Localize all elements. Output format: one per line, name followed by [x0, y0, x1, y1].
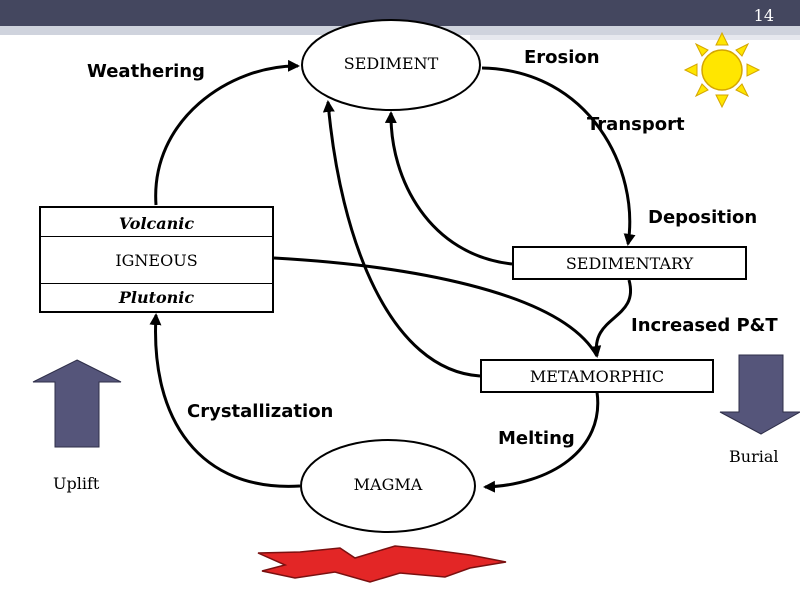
plutonic-label: Plutonic: [118, 288, 195, 307]
arrow-sedimentary-to-sediment: [384, 111, 513, 266]
arrow-metamorphic-to-sediment: [322, 100, 481, 378]
erosion-label: Erosion: [524, 47, 600, 68]
uplift-arrow-icon: [32, 359, 122, 448]
volcanic-label: Volcanic: [118, 213, 195, 233]
metamorphic-box: METAMORPHIC: [480, 359, 714, 393]
igneous-divider-top: [41, 236, 272, 237]
sedimentary-box: SEDIMENTARY: [512, 246, 747, 280]
arrow-crystallization: [149, 313, 301, 488]
igneous-box: Volcanic IGNEOUS Plutonic: [39, 206, 274, 313]
page-number: 14: [753, 6, 774, 25]
heat-burst-icon: [257, 545, 507, 583]
arrow-weathering: [154, 59, 300, 206]
sediment-label: SEDIMENT: [343, 54, 439, 73]
igneous-label: IGNEOUS: [115, 250, 198, 270]
burial-arrow-icon: [719, 354, 800, 435]
sediment-ellipse: [301, 19, 481, 111]
uplift-label: Uplift: [53, 474, 100, 493]
arrow-melting: [483, 391, 600, 493]
igneous-divider-bottom: [41, 283, 272, 284]
magma-label: MAGMA: [353, 475, 423, 494]
melting-label: Melting: [498, 428, 575, 449]
transport-label: Transport: [587, 114, 685, 135]
crystallization-label: Crystallization: [187, 401, 334, 422]
arrow-igneous-to-metamorphic: [273, 256, 599, 357]
weathering-label: Weathering: [87, 61, 205, 82]
burial-label: Burial: [729, 447, 779, 466]
arrow-sedimentary-to-metamorphic: [589, 279, 633, 358]
header-band-accent: [470, 35, 800, 40]
arrow-erosion-deposition: [481, 66, 636, 246]
increased-pt-label: Increased P&T: [631, 315, 778, 336]
sun-icon: [683, 31, 761, 109]
magma-ellipse: [300, 439, 476, 533]
deposition-label: Deposition: [648, 207, 758, 228]
